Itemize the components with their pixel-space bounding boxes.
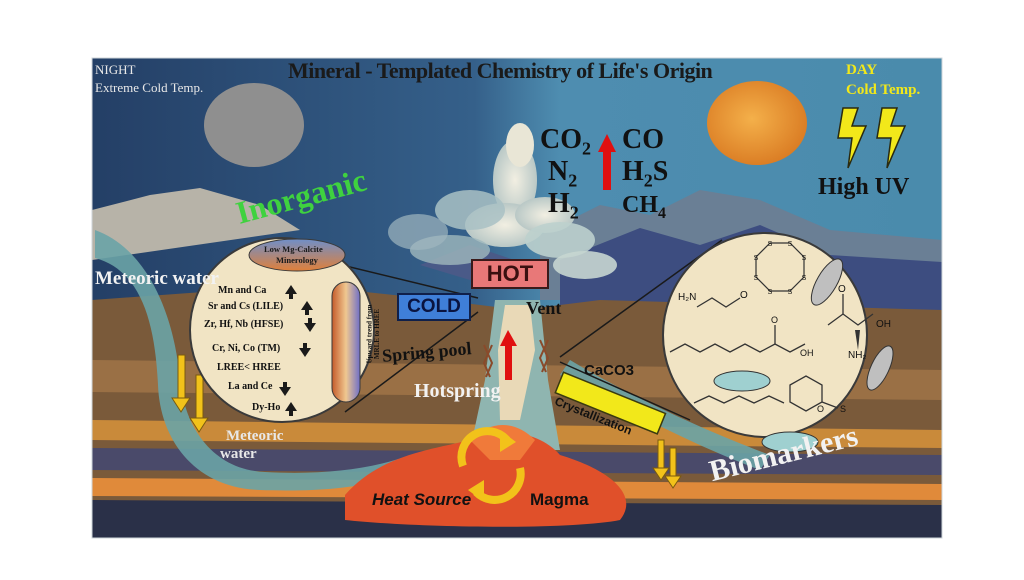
- magma-chamber: [345, 432, 627, 527]
- hot-label: HOT: [486, 261, 534, 286]
- sulfur-atom: S: [802, 255, 807, 262]
- sulfur-atom: S: [788, 289, 793, 296]
- mineralogy-pill: [248, 238, 346, 272]
- pointer-line: [344, 311, 479, 413]
- trend-capsule: [331, 281, 361, 403]
- amino-acid-skeleton: [827, 313, 874, 326]
- atom-label: OH: [876, 319, 891, 330]
- caco3-label: CaCO3: [584, 362, 635, 379]
- mountain-left: [92, 188, 300, 260]
- night-label: NIGHT: [95, 62, 136, 77]
- crystallization-banner: [554, 371, 667, 435]
- gas-ch4: CH4: [622, 192, 666, 222]
- magma-label: Magma: [530, 490, 589, 509]
- fatty-acid-chain: [669, 343, 806, 353]
- night-temp-label: Extreme Cold Temp.: [95, 80, 204, 95]
- element-item: Mn and Ca: [218, 285, 267, 296]
- red-arrow-up-vent: [500, 330, 517, 380]
- red-arrow-up: [598, 134, 616, 190]
- vent-label: Vent: [526, 298, 562, 318]
- cold-box: [397, 293, 471, 321]
- day-label: DAY: [846, 62, 878, 78]
- atom-label: OH: [800, 348, 814, 358]
- microfossils: [713, 258, 894, 453]
- figure-title: Mineral - Templated Chemistry of Life's …: [288, 58, 713, 83]
- gas-h2s: H2S: [622, 156, 669, 191]
- hot-box: [471, 259, 549, 289]
- convection-arrow: [457, 427, 511, 468]
- gas-co: CO: [622, 124, 664, 155]
- convection-arrow-head: [468, 480, 484, 502]
- inorganic-circle: [189, 237, 375, 423]
- cold-label: COLD: [407, 296, 461, 317]
- mineralogy-header-1: Low Mg-Calcite: [264, 244, 323, 254]
- amide-skeleton: [696, 297, 741, 308]
- element-item: Zr, Hf, Nb (HFSE): [204, 319, 284, 330]
- element-item: LREE< HREE: [217, 362, 281, 373]
- figure-frame: [91, 57, 943, 539]
- atom-label: S: [840, 404, 847, 414]
- meteoric-water-bottom-label-1: Meteoric: [226, 428, 284, 444]
- element-item: La and Ce: [228, 381, 273, 392]
- meteoric-water-stream: [95, 230, 415, 491]
- sulfur-atom: S: [754, 255, 759, 262]
- element-item: Cr, Ni, Co (TM): [212, 343, 281, 354]
- hotspring-label: Hotspring: [414, 380, 501, 402]
- sulfur-ring: [755, 242, 805, 292]
- amino-wedge: [855, 330, 860, 350]
- yellow-down-arrows-left: [171, 354, 209, 433]
- meteoric-water-bottom-label-2: water: [220, 446, 257, 462]
- convection-arrow-head: [500, 430, 516, 452]
- steam-plume: [388, 123, 617, 279]
- sulfur-atom: S: [788, 241, 793, 248]
- mineralogy-header-2: Minerology: [276, 255, 318, 265]
- day-temp-label: Cold Temp.: [846, 82, 921, 98]
- pointer-line: [559, 361, 691, 421]
- yellow-down-arrows-right: [652, 439, 682, 489]
- lightning-bolt-icon: [837, 107, 868, 169]
- atom-label: H₂N: [678, 292, 697, 303]
- gas-h2: H2: [548, 188, 579, 223]
- atom-label: O: [817, 404, 825, 414]
- gas-n2: N2: [548, 156, 578, 191]
- crystals: [482, 339, 550, 378]
- moon: [204, 83, 304, 167]
- sulfur-atom: S: [754, 275, 759, 282]
- atom-label: O: [740, 290, 748, 301]
- thiocarbonyl: [821, 401, 839, 409]
- gas-co2: CO2: [540, 124, 591, 159]
- high-uv-label: High UV: [818, 174, 910, 200]
- atom-label: O: [838, 284, 846, 295]
- element-trend-arrows: [279, 285, 316, 416]
- sulfur-atom: S: [768, 289, 773, 296]
- trend-label-2: MRLE to HREE: [373, 308, 382, 360]
- sun: [707, 81, 807, 165]
- atom-label: NH₂: [848, 350, 867, 361]
- lightning-bolt-icon: [876, 107, 907, 169]
- atom-label: O: [771, 315, 779, 325]
- lactone-chain: [693, 395, 785, 404]
- sulfur-atom: S: [802, 275, 807, 282]
- sulfur-atom: S: [768, 241, 773, 248]
- element-item: Sr and Cs (LILE): [208, 301, 284, 312]
- element-item: Dy-Ho: [252, 402, 281, 413]
- heat-source-label: Heat Source: [372, 490, 472, 509]
- meteoric-water-top-label: Meteoric water: [95, 268, 219, 289]
